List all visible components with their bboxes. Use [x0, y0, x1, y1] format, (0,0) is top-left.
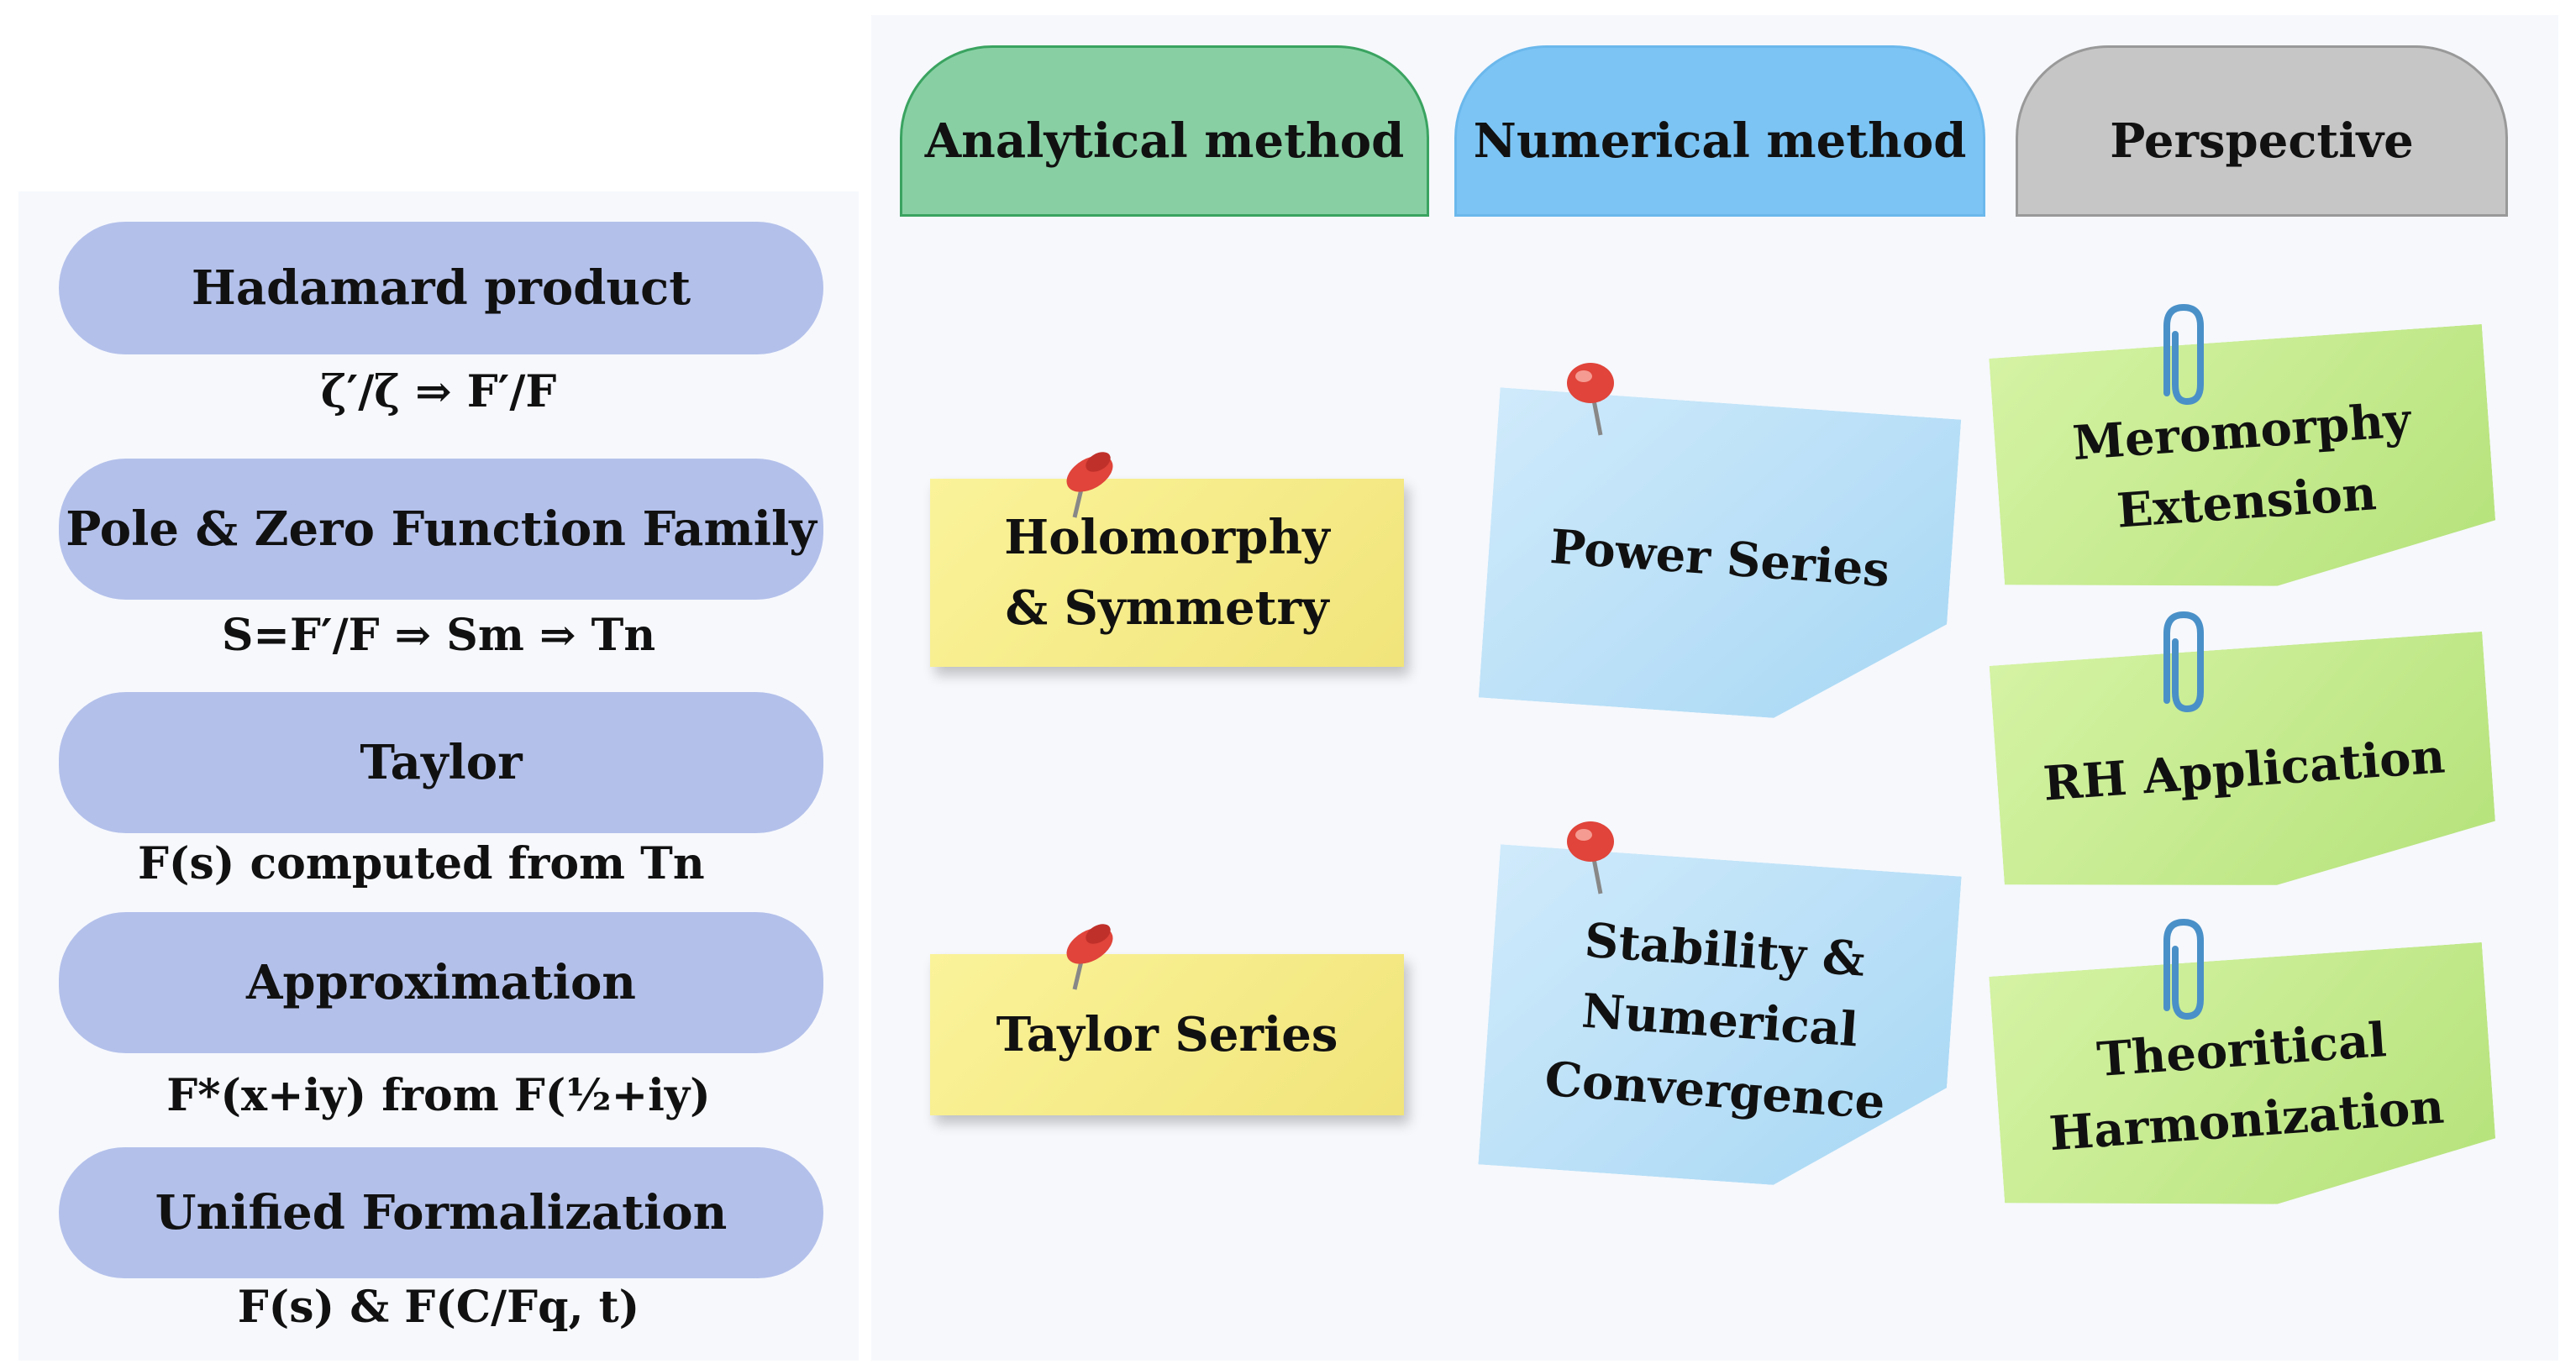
tab-perspective: Perspective — [2016, 45, 2508, 217]
push-pin-icon — [1567, 363, 1614, 436]
step-pill-taylor: Taylor — [59, 692, 823, 833]
push-pin-icon — [1066, 924, 1113, 990]
step-formula-pole-zero: S=F′/F ⇒ Sm ⇒ Tn — [221, 610, 656, 661]
step-pill-pole-zero: Pole & Zero Function Family — [59, 459, 823, 600]
step-formula-unified: F(s) & F(C/Fq, t) — [237, 1282, 640, 1333]
note-power-series: Power Series — [1479, 387, 1961, 729]
paper-clip-icon — [2163, 611, 2204, 713]
step-pill-unified-formalization: Unified Formalization — [59, 1147, 823, 1278]
step-title: Unified Formalization — [155, 1185, 728, 1240]
paper-clip-icon — [2163, 918, 2204, 1020]
step-title: Taylor — [360, 735, 523, 790]
tab-numerical-method: Numerical method — [1454, 45, 1985, 217]
push-pin-icon — [1066, 452, 1113, 518]
step-pill-approximation: Approximation — [59, 912, 823, 1053]
process-steps-panel: Hadamard product ζ′/ζ ⇒ F′/F Pole & Zero… — [18, 191, 859, 1361]
note-theoretical-harmonization: Theoritical Harmonization — [1989, 942, 2499, 1228]
step-formula-hadamard: ζ′/ζ ⇒ F′/F — [320, 366, 557, 417]
push-pin-icon — [1567, 821, 1614, 894]
methods-panel: Analytical method Numerical method Persp… — [871, 15, 2558, 1361]
note-rh-application: RH Application — [1990, 632, 2500, 909]
note-holomorphy-symmetry: Holomorphy & Symmetry — [930, 479, 1404, 667]
step-title: Hadamard product — [191, 260, 691, 316]
paper-clip-icon — [2163, 303, 2204, 406]
note-meromorphy-extension: Meromorphy Extension — [1989, 324, 2499, 610]
note-taylor-series: Taylor Series — [930, 954, 1404, 1115]
step-title: Approximation — [245, 955, 637, 1010]
note-stability-convergence: Stability & Numerical Convergence — [1478, 844, 1961, 1196]
step-title: Pole & Zero Function Family — [66, 501, 817, 557]
step-formula-approximation: F*(x+iy) from F(½+iy) — [166, 1070, 711, 1121]
step-formula-taylor: F(s) computed from Tn — [138, 838, 705, 889]
tab-analytical-method: Analytical method — [900, 45, 1429, 217]
step-pill-hadamard-product: Hadamard product — [59, 222, 823, 354]
